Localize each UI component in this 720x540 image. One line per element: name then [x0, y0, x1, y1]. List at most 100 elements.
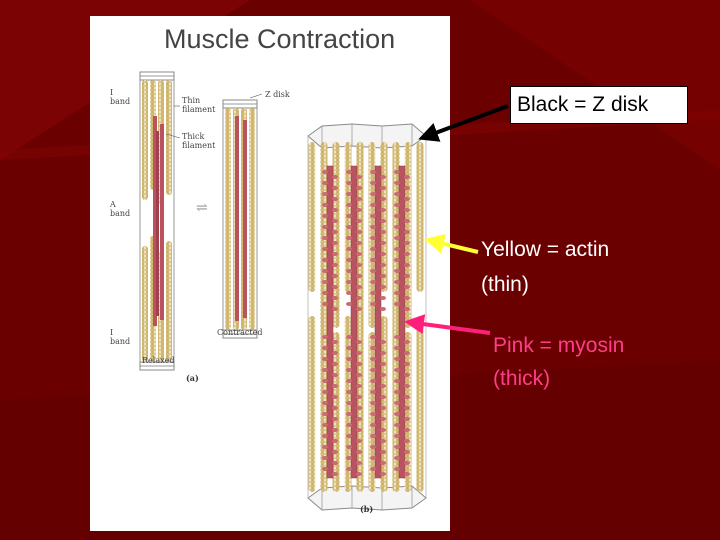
myosin-head — [332, 186, 338, 190]
z-disk-arrow — [418, 104, 509, 142]
actin-filament — [356, 142, 364, 310]
myosin-head — [322, 390, 328, 394]
sarcomere-diagram — [139, 71, 427, 511]
myosin-head — [356, 340, 362, 344]
myosin-head — [346, 170, 352, 174]
myosin-head — [404, 417, 410, 421]
myosin-head — [356, 373, 362, 377]
myosin-head — [346, 203, 352, 207]
myosin-head — [346, 346, 352, 350]
z-disk-callout: Black = Z disk — [510, 86, 688, 124]
myosin-head — [346, 434, 352, 438]
myosin-head — [332, 406, 338, 410]
myosin-head — [394, 335, 400, 339]
myosin-head — [332, 439, 338, 443]
myosin-head — [332, 263, 338, 267]
myosin-head — [356, 450, 362, 454]
magnified-sarcomere-bundle — [307, 123, 427, 511]
myosin-head — [394, 258, 400, 262]
myosin-arrow — [404, 314, 491, 335]
myosin-head — [346, 423, 352, 427]
myosin-head — [346, 280, 352, 284]
myosin-head — [394, 379, 400, 383]
myosin-head — [404, 340, 410, 344]
myosin-head — [332, 362, 338, 366]
myosin-head — [332, 307, 338, 311]
myosin-head — [332, 384, 338, 388]
relaxed-thick-filaments — [153, 116, 164, 326]
myosin-head — [404, 285, 410, 289]
myosin-head — [394, 368, 400, 372]
relaxed-label: Relaxed — [142, 356, 175, 365]
myosin-head — [380, 208, 386, 212]
myosin-head — [356, 472, 362, 476]
myosin-head — [332, 450, 338, 454]
myosin-head — [346, 412, 352, 416]
myosin-head — [332, 175, 338, 179]
myosin-callout-line1: Pink = myosin — [493, 334, 625, 357]
myosin-head — [356, 263, 362, 267]
myosin-head — [380, 241, 386, 245]
myosin-head — [404, 197, 410, 201]
myosin-filament — [326, 165, 334, 479]
myosin-head — [322, 346, 328, 350]
actin-filament — [308, 316, 316, 492]
myosin-head — [394, 357, 400, 361]
myosin-head — [404, 252, 410, 256]
myosin-head — [370, 280, 376, 284]
myosin-head — [370, 445, 376, 449]
myosin-head — [370, 225, 376, 229]
myosin-head — [346, 379, 352, 383]
z-disk-label: Z disk — [265, 90, 290, 99]
myosin-head — [380, 439, 386, 443]
myosin-head — [394, 214, 400, 218]
myosin-head — [404, 351, 410, 355]
myosin-head — [322, 379, 328, 383]
caption-a: (a) — [186, 373, 199, 383]
myosin-head — [404, 450, 410, 454]
myosin-head — [356, 395, 362, 399]
myosin-head — [380, 428, 386, 432]
myosin-head — [356, 439, 362, 443]
myosin-head — [332, 340, 338, 344]
myosin-head — [404, 461, 410, 465]
myosin-head — [394, 390, 400, 394]
myosin-head — [370, 390, 376, 394]
myosin-head — [370, 247, 376, 251]
myosin-head — [332, 285, 338, 289]
myosin-head — [404, 384, 410, 388]
actin-callout-line1: Yellow = actin — [481, 238, 610, 261]
myosin-head — [394, 291, 400, 295]
myosin-head — [356, 208, 362, 212]
myosin-head — [404, 395, 410, 399]
myosin-head — [380, 351, 386, 355]
myosin-head — [346, 258, 352, 262]
myosin-head — [404, 439, 410, 443]
myosin-head — [332, 373, 338, 377]
myosin-head — [356, 252, 362, 256]
myosin-head — [322, 269, 328, 273]
myosin-head — [380, 362, 386, 366]
myosin-head — [346, 269, 352, 273]
myosin-head — [332, 197, 338, 201]
myosin-head — [346, 236, 352, 240]
a-band-label: A band — [110, 200, 131, 218]
caption-b: (b) — [360, 504, 374, 514]
myosin-head — [322, 368, 328, 372]
myosin-head — [394, 445, 400, 449]
contracted-thick-filaments — [235, 116, 247, 321]
thin-filament-label: Thin filament — [182, 96, 216, 114]
myosin-head — [322, 236, 328, 240]
myosin-head — [322, 170, 328, 174]
myosin-head — [356, 461, 362, 465]
myosin-head — [356, 241, 362, 245]
myosin-head — [332, 208, 338, 212]
myosin-head — [394, 181, 400, 185]
myosin-head — [380, 219, 386, 223]
myosin-head — [370, 203, 376, 207]
myosin-head — [322, 423, 328, 427]
myosin-head — [332, 230, 338, 234]
myosin-head — [380, 197, 386, 201]
myosin-head — [370, 379, 376, 383]
myosin-head — [394, 434, 400, 438]
